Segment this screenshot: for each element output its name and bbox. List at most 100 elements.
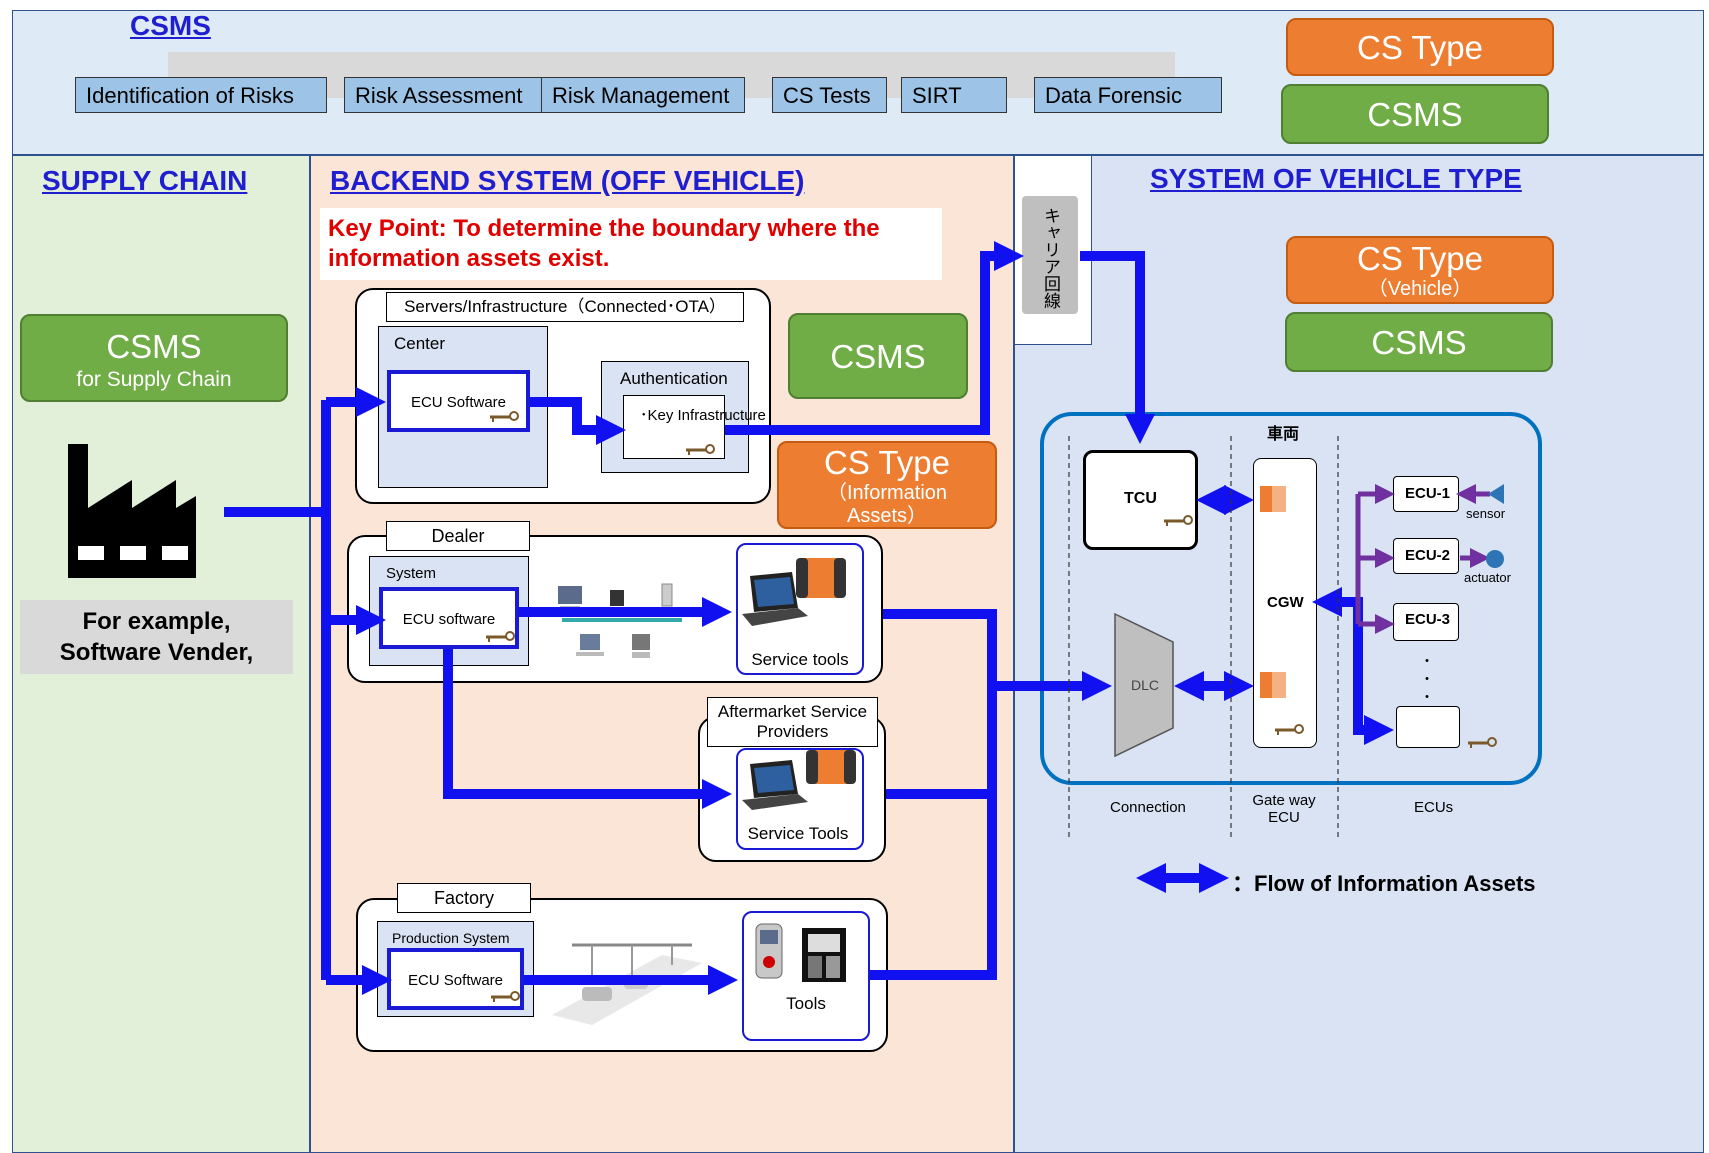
cgw-firewall-icon-top <box>1260 486 1286 512</box>
carrier-line-label: キャリア回線 <box>1041 207 1060 309</box>
assembly-line-illustration <box>552 943 702 1025</box>
aftermarket-laptop-icon <box>742 760 808 810</box>
step-identification: Identification of Risks <box>75 77 327 113</box>
backend-cs-type-sub2: Assets） <box>846 505 928 527</box>
key-icon-center <box>490 411 519 422</box>
legend-label: ：Flow of Information Assets <box>1232 871 1536 896</box>
backend-cs-type-badge: CS Type （Information Assets） <box>777 441 997 529</box>
supply-chain-title: SUPPLY CHAIN <box>42 165 248 196</box>
actuator-icon <box>1486 550 1504 568</box>
ecu1-label: ECU-1 <box>1405 485 1451 502</box>
laptop-icon <box>742 572 808 626</box>
step-risk-assessment: Risk Assessment <box>344 77 542 113</box>
example-line1: For example, <box>82 608 231 635</box>
vehicle-label: 車両 <box>1267 426 1300 443</box>
col-connection-label: Connection <box>1110 799 1186 816</box>
supply-csms-badge: CSMS for Supply Chain <box>20 314 288 402</box>
center-ecu-software: ECU Software <box>387 370 530 432</box>
ecu2-box <box>1393 538 1459 574</box>
step-cs-tests: CS Tests <box>772 77 887 113</box>
step-sirt: SIRT <box>901 77 1007 113</box>
dealer-to-aftermarket-arrow <box>443 649 732 809</box>
dealer-label: Dealer <box>386 521 530 551</box>
example-box: For example, Software Vender, <box>20 600 293 674</box>
aftermarket-service-tools-label: Service Tools <box>747 824 849 843</box>
col-ecus-label: ECUs <box>1414 799 1454 816</box>
center-ecu-label: ECU Software <box>410 394 507 411</box>
vehicle-csms-badge: CSMS <box>1285 312 1553 372</box>
dlc-connector-shape <box>1114 612 1174 758</box>
step-data-forensic: Data Forensic <box>1034 77 1222 113</box>
auth-to-carrier-arrow <box>725 241 1024 435</box>
dealer-service-tools-label: Service tools <box>751 650 849 669</box>
factory-tools-label: Tools <box>786 994 826 1013</box>
col-gateway-line2: ECU <box>1268 809 1300 826</box>
actuator-label: actuator <box>1464 570 1511 585</box>
center-label: Center <box>394 334 446 353</box>
dealer-system-label: System <box>386 565 437 582</box>
factory-icon <box>68 444 196 578</box>
ecu3-label: ECU-3 <box>1405 611 1451 628</box>
backend-title: BACKEND SYSTEM (OFF VEHICLE) <box>330 165 805 196</box>
aftermarket-label: Aftermarket Service Providers <box>707 697 878 747</box>
sensor-label: sensor <box>1466 506 1506 521</box>
vci-device-icon <box>796 558 846 598</box>
vehicle-title: SYSTEM OF VEHICLE TYPE <box>1150 163 1522 194</box>
handheld-tester-icon <box>755 923 783 979</box>
key-icon-auth <box>686 444 715 455</box>
key-icons <box>486 411 1497 1002</box>
aftermarket-vci-icon <box>806 750 856 784</box>
tcu-box <box>1083 450 1198 550</box>
authentication-label: Authentication <box>620 369 728 388</box>
key-icon-cgw <box>1275 724 1304 735</box>
ecu3-box <box>1393 603 1459 641</box>
factory-label: Factory <box>397 883 531 913</box>
tcu-label: TCU <box>1124 490 1157 507</box>
servers-label: Servers/Infrastructure（Connected･OTA） <box>386 292 744 322</box>
backend-cs-type-label: CS Type <box>824 444 950 481</box>
dealer-ecu-label: ECU software <box>402 611 496 628</box>
key-icon-ecu-n <box>1468 737 1497 748</box>
supply-csms-sub: for Supply Chain <box>76 368 232 391</box>
cgw-label: CGW <box>1267 594 1304 611</box>
cgw-firewall-icon-bottom <box>1260 672 1286 698</box>
vehicle-container <box>1040 412 1542 785</box>
ecu-ellipsis: ・ ・ ・ <box>1420 653 1434 705</box>
ecu2-label: ECU-2 <box>1405 547 1451 564</box>
test-station-icon <box>802 928 846 982</box>
key-point-line1: Key Point: To determine the boundary whe… <box>328 215 880 242</box>
key-icon-tcu <box>1164 515 1193 526</box>
backend-csms-badge: CSMS <box>788 313 968 399</box>
key-icon-dealer <box>486 631 515 642</box>
step-risk-management: Risk Management <box>541 77 745 113</box>
production-system-label: Production System <box>392 930 510 946</box>
vehicle-cs-type-label: CS Type <box>1357 240 1483 277</box>
factory-ecu-software: ECU Software <box>387 948 524 1010</box>
key-infra-label: ･Key Infrastructure <box>640 407 766 424</box>
example-line2: Software Vender, <box>59 639 254 666</box>
ecu-n-box <box>1396 706 1460 748</box>
carrier-line-box: キャリア回線 <box>1022 196 1078 314</box>
supply-csms-label: CSMS <box>106 328 202 365</box>
key-point-line2: information assets exist. <box>328 245 610 272</box>
top-cs-type-badge: CS Type <box>1286 18 1554 76</box>
col-gateway-label: Gate way ECU <box>1246 792 1322 826</box>
csms-title: CSMS <box>130 10 211 41</box>
ecu1-box <box>1393 476 1459 512</box>
vehicle-cs-type-badge: CS Type （Vehicle） <box>1286 236 1554 304</box>
factory-ecu-label: ECU Software <box>407 972 504 989</box>
col-gateway-line1: Gate way <box>1252 792 1316 809</box>
carrier-to-tcu-arrow <box>1080 251 1155 444</box>
dealer-network-illustration <box>558 583 682 658</box>
center-to-auth-arrow <box>530 397 626 445</box>
aftermarket-line1: Aftermarket Service <box>717 702 868 721</box>
aftermarket-line2: Providers <box>756 722 829 741</box>
dealer-ecu-software: ECU software <box>379 587 519 649</box>
sensor-icon <box>1488 484 1504 504</box>
top-csms-badge: CSMS <box>1281 84 1549 144</box>
backend-cs-type-sub1: （Information <box>826 482 948 504</box>
key-point-box: Key Point: To determine the boundary whe… <box>320 208 942 280</box>
key-icon-factory <box>491 991 520 1002</box>
key-infra-box <box>623 395 725 459</box>
